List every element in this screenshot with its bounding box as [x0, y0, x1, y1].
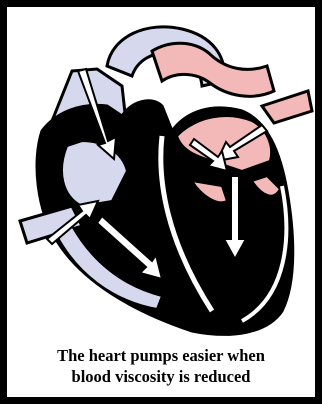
caption: The heart pumps easier when blood viscos… [15, 345, 307, 387]
heart-illustration [12, 11, 317, 341]
caption-line-2: blood viscosity is reduced [15, 366, 307, 387]
pulmonary-vein-upper [262, 91, 312, 123]
caption-line-1: The heart pumps easier when [15, 345, 307, 366]
